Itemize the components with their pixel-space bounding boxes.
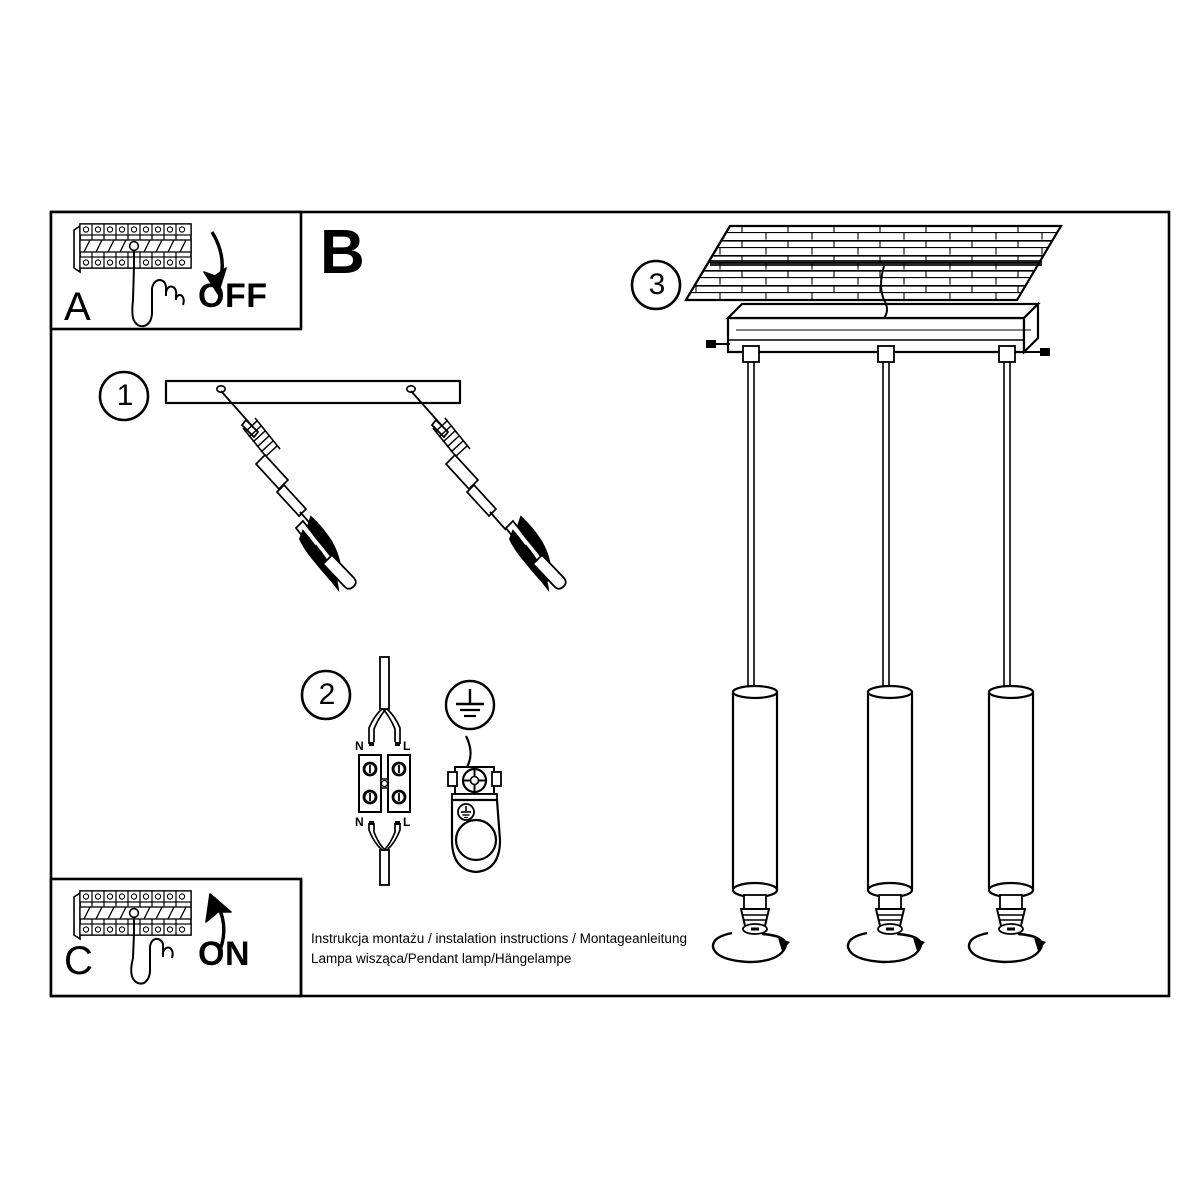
twist-arrow-icon [711, 931, 790, 964]
panel-letter-b: B [320, 218, 365, 287]
arrow-up-icon [205, 893, 232, 951]
pendant-lamp-3 [967, 345, 1046, 964]
circuit-breaker-panel-icon [73, 890, 192, 941]
ground-clamp [447, 766, 502, 874]
lamp-tube [987, 690, 1035, 892]
terminal-label-n-bottom: N [355, 815, 364, 829]
cable-grommet [998, 345, 1016, 363]
side-screw-left [706, 340, 730, 348]
step-2-group [300, 656, 502, 886]
sheet-border [49, 210, 1171, 998]
step-1-group [98, 370, 567, 593]
power-off-label: OFF [198, 277, 268, 315]
gu10-bulb-icon [874, 908, 906, 935]
step-3-marker [630, 259, 682, 311]
step-3-number: 3 [648, 268, 666, 301]
supply-cable [880, 265, 888, 319]
gu10-bulb-icon [739, 908, 771, 935]
hand-pointing-icon [131, 265, 185, 328]
screw-anchor-left [220, 390, 357, 593]
step-2-number: 2 [318, 678, 336, 711]
ceiling-surface [684, 224, 1063, 302]
twist-arrow-icon [846, 931, 925, 964]
cable-grommet [742, 345, 760, 363]
panel-letter-a: A [64, 285, 91, 329]
panel-power-on [49, 877, 303, 998]
mounting-bar [164, 379, 462, 405]
lamp-tube [731, 690, 779, 892]
caption-line-1: Instrukcja montażu / instalation instruc… [311, 931, 687, 946]
power-on-label: ON [198, 935, 250, 973]
arrow-down-icon [203, 231, 227, 295]
step-1-number: 1 [116, 379, 134, 412]
pendant-lamp-1 [711, 345, 790, 964]
panel-power-off [49, 210, 303, 331]
pendant-lamp-2 [846, 345, 925, 964]
earth-ground-symbol-icon [444, 679, 496, 731]
screw-anchor-right [410, 390, 567, 593]
canopy-bar [725, 301, 1041, 355]
step-2-marker [300, 669, 352, 721]
terminal-label-n-top: N [355, 739, 364, 753]
step-1-marker [98, 370, 150, 422]
side-screw-right [1024, 348, 1050, 356]
hand-pointing-icon [130, 932, 174, 985]
twist-arrow-icon [967, 931, 1046, 964]
lamp-tube [866, 690, 914, 892]
step-3-group [630, 224, 1063, 964]
gu10-bulb-icon [995, 908, 1027, 935]
caption-line-2: Lampa wisząca/Pendant lamp/Hängelampe [311, 951, 572, 966]
circuit-breaker-panel-icon [73, 223, 192, 274]
panel-letter-c: C [64, 939, 93, 983]
terminal-block-assembly [358, 656, 411, 886]
terminal-label-l-bottom: L [403, 815, 411, 829]
cable-grommet [877, 345, 895, 363]
terminal-label-l-top: L [403, 739, 411, 753]
